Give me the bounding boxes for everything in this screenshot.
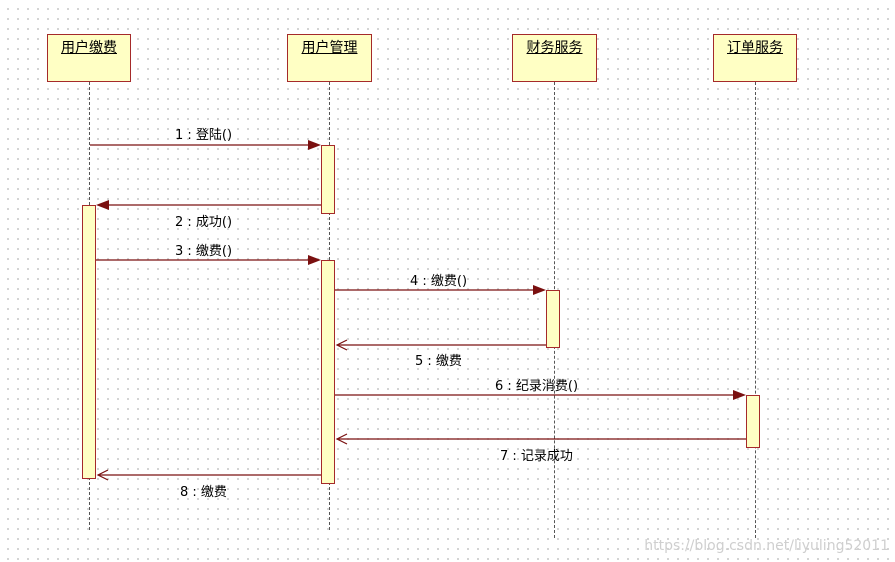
message-label-4: 4 : 缴费() <box>410 274 468 289</box>
watermark-text: https://blog.csdn.net/liyuling52011 <box>644 538 889 554</box>
message-label-3: 3 : 缴费() <box>175 244 233 259</box>
message-label-5: 5 : 缴费 <box>415 354 462 369</box>
lifeline-label: 用户缴费 <box>61 40 117 56</box>
lifeline-head-order[interactable]: 订单服务 <box>713 34 797 82</box>
message-label-7: 7 : 记录成功 <box>500 449 573 464</box>
activation-user-pay[interactable] <box>82 205 96 479</box>
lifeline-order <box>755 82 756 538</box>
lifeline-label: 订单服务 <box>727 40 783 56</box>
message-label-6: 6 : 纪录消费() <box>495 379 579 394</box>
message-label-1: 1 : 登陆() <box>175 128 233 143</box>
arrowhead-8 <box>96 469 109 481</box>
lifeline-label: 财务服务 <box>526 40 583 56</box>
arrowhead-1 <box>308 140 321 150</box>
message-label-2: 2 : 成功() <box>175 215 233 230</box>
arrowhead-3 <box>308 255 321 265</box>
arrowhead-6 <box>733 390 746 400</box>
activation-finance[interactable] <box>546 290 560 348</box>
lifeline-head-user-mgmt[interactable]: 用户管理 <box>287 34 372 82</box>
activation-order[interactable] <box>746 395 760 448</box>
arrowhead-4 <box>533 285 546 295</box>
lifeline-head-finance[interactable]: 财务服务 <box>512 34 597 82</box>
lifeline-label: 用户管理 <box>301 40 358 56</box>
arrowhead-7 <box>335 433 348 445</box>
activation-user-mgmt-2[interactable] <box>321 260 335 484</box>
activation-user-mgmt-1[interactable] <box>321 145 335 214</box>
arrowhead-2 <box>96 200 109 210</box>
arrowhead-5 <box>335 339 348 351</box>
lifeline-head-user-pay[interactable]: 用户缴费 <box>47 34 131 82</box>
message-label-8: 8 : 缴费 <box>180 485 227 500</box>
